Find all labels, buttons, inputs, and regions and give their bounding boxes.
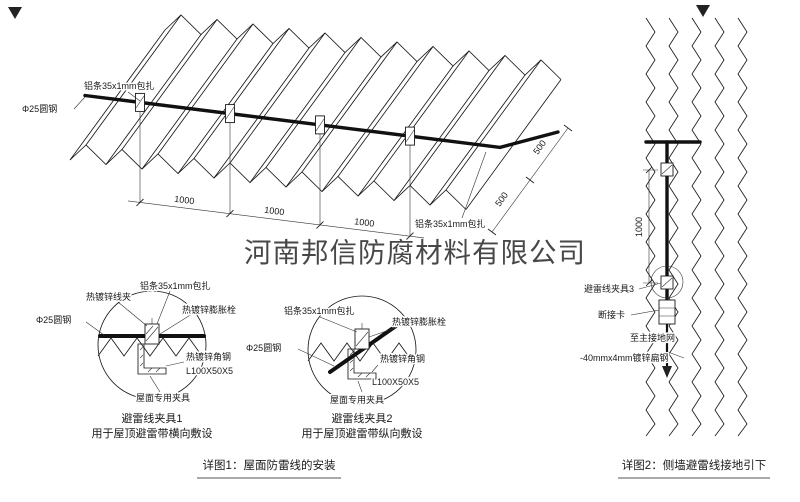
roof-strip-label-top: 铝条35x1mm包扎 [84, 80, 155, 91]
elevation-mark-right [696, 5, 710, 17]
detail1-angle-spec-label: L100X50X5 [186, 366, 233, 376]
roof-round-steel-label: Φ25圆钢 [22, 103, 57, 114]
detail1-leader-lines [85, 290, 193, 393]
figure-captions: 详图1：屋面防雷线的安装 详图2：侧墙避雷线接地引下 [197, 458, 770, 479]
roof-dimension-ticks [136, 198, 414, 240]
detail1-corrugation-profile [97, 337, 203, 357]
roof-back-profile [164, 14, 562, 80]
detail2-circle [307, 295, 417, 405]
wall-disconnect-card [658, 299, 676, 325]
detail2-angle-hatch [349, 351, 371, 378]
roof-dim-1000-2: 1000 [264, 205, 285, 217]
detail1-angle-steel [137, 343, 167, 375]
detail-clamp-2: 铝条35x1mm包扎 热镀锌膨胀栓 Φ25圆钢 热镀锌角钢 L100X50X5 … [245, 295, 448, 440]
roof-lightning-wire [83, 93, 560, 150]
detail2-angle-steel [347, 348, 377, 380]
detail1-wire-clip-label: 热镀锌线夹 [86, 291, 131, 302]
wall-disconnect-label: 断接卡 [598, 309, 625, 320]
detail1-round-steel-label: Φ25圆钢 [36, 314, 71, 325]
roof-dimension-ticks-500 [487, 124, 573, 236]
detail1-strip-label: 铝条35x1mm包扎 [140, 280, 211, 291]
detail2-corrugation-profile [307, 342, 413, 362]
detail2-strip-label: 铝条35x1mm包扎 [284, 305, 355, 316]
detail2-clamp-hatch [355, 323, 369, 347]
ground-arrow-icon [662, 366, 672, 378]
caption-detail1: 详图1：屋面防雷线的安装 [203, 458, 336, 472]
detail2-caption-sub: 用于屋顶避雷带纵向敷设 [302, 426, 423, 440]
detail1-clamp-hatch [145, 318, 159, 342]
detail2-roof-clamp-label: 屋面专用夹具 [330, 394, 384, 405]
roof-front-profile [69, 144, 467, 210]
elevation-marks [8, 5, 710, 19]
wall-detail-highlight-circle [650, 265, 684, 299]
wall-clamp3-label: 避雷线夹具3 [584, 283, 634, 294]
detail1-roof-clamp-label: 屋面专用夹具 [136, 392, 190, 403]
roof-leader-lines [73, 91, 487, 219]
detail-clamp-1: 热镀锌线夹 铝条35x1mm包扎 热镀锌膨胀栓 Φ25圆钢 热镀锌角钢 L100… [35, 279, 238, 441]
detail1-bolt-label: 热镀锌膨胀栓 [182, 304, 236, 315]
roof-dim-500-2: 500 [531, 138, 548, 156]
detail2-leader-lines [297, 316, 399, 393]
roof-wire-clamps [135, 92, 415, 146]
wall-flat-steel-label: -40mmx4mm镀锌扁钢 [580, 352, 669, 363]
detail2-angle-steel-label: 热镀锌角钢 [380, 353, 425, 364]
caption-detail2: 详图2：侧墙避雷线接地引下 [622, 458, 766, 472]
detail1-caption-title: 避雷线夹具1 [121, 411, 182, 425]
detail2-bolt-label: 热镀锌膨胀栓 [392, 316, 446, 327]
roof-extension-lines [139, 112, 411, 237]
detail2-angle-spec-label: L100X50X5 [372, 377, 419, 387]
detail1-caption-sub: 用于屋顶避雷带横向敷设 [92, 426, 213, 440]
wall-to-ground-label: 至主接地网 [630, 332, 675, 343]
company-watermark: 河南邦信防腐材料有限公司 [244, 237, 586, 268]
wall-dim-ticks [645, 166, 653, 287]
roof-dim-500-1: 500 [493, 190, 510, 208]
roof-isometric-view: 1000 1000 1000 500 500 铝条35x1mm包扎 Φ25圆钢 … [21, 14, 573, 240]
roof-ridge-lines [69, 14, 562, 210]
wall-dim-extension [643, 169, 658, 284]
roof-dim-1000-1: 1000 [174, 194, 195, 206]
roof-dimension-line [127, 200, 425, 239]
detail1-angle-steel-label: 热镀锌角钢 [186, 351, 231, 362]
roof-dim-1000-3: 1000 [354, 216, 375, 228]
side-wall-view: 1000 避雷线夹具3 断接卡 至主接地网 -40mmx4mm镀锌扁钢 [579, 17, 748, 437]
detail2-caption-title: 避雷线夹具2 [331, 411, 392, 425]
wall-dim-1000: 1000 [634, 217, 644, 237]
detail1-circle [97, 290, 207, 400]
elevation-mark-left [8, 7, 22, 19]
roof-clamp-2 [225, 104, 235, 124]
detail1-angle-hatch [139, 346, 161, 373]
wall-corrugation [645, 17, 748, 437]
wall-leader-lines [630, 282, 685, 359]
detail2-round-steel-label: Φ25圆钢 [246, 342, 281, 353]
roof-strip-label-right: 铝条35x1mm包扎 [415, 218, 486, 229]
